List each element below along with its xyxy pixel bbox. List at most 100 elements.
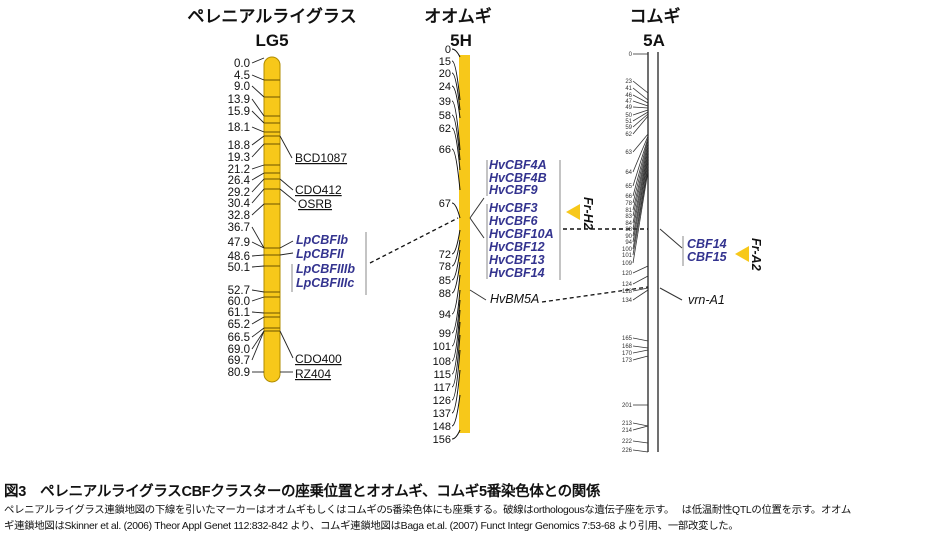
marker-connector xyxy=(279,330,294,359)
position-connector xyxy=(632,148,649,217)
map-position-label: 64 xyxy=(625,170,632,176)
map-position-label: 85 xyxy=(439,275,451,287)
position-connector xyxy=(451,60,461,101)
map-position-label: 88 xyxy=(439,288,451,300)
map-position-label: 173 xyxy=(622,358,633,364)
position-connector xyxy=(251,265,265,268)
map-position-label: 18.1 xyxy=(228,122,250,134)
map-position-label: 36.7 xyxy=(228,222,250,234)
map-position-label: 148 xyxy=(433,421,451,433)
position-connector xyxy=(632,337,649,342)
position-connector xyxy=(632,440,649,444)
map-position-label: 66 xyxy=(625,194,632,200)
position-connector xyxy=(451,229,461,255)
gene-label: HvCBF10A xyxy=(489,227,554,241)
position-connector xyxy=(451,100,461,151)
position-connector xyxy=(632,355,649,361)
position-connector xyxy=(451,369,461,414)
map-position-label: 24 xyxy=(439,81,451,93)
map-position-label: 137 xyxy=(433,408,451,420)
position-connector xyxy=(251,85,265,98)
position-connector xyxy=(451,299,461,347)
gene-label: HvCBF4A xyxy=(489,158,547,172)
marker-label: RZ404 xyxy=(295,367,331,381)
qtl-label: Fr-H2 xyxy=(581,197,595,230)
figure-caption: 図3 ペレニアルライグラスCBFクラスターの座乗位置とオオムギ、コムギ5番染色体… xyxy=(4,480,928,535)
position-connector xyxy=(632,113,649,128)
map-position-label: 65 xyxy=(625,184,632,190)
map-position-label: 65.2 xyxy=(228,319,250,331)
map-position-label: 19.3 xyxy=(228,152,250,164)
position-connector xyxy=(451,274,461,315)
map-position-label: 62 xyxy=(439,123,451,135)
position-connector xyxy=(632,135,649,173)
linkage-map-diagram: ペレニアルライグラス LG5 0.04.59.013.915.918.118.8… xyxy=(187,6,763,454)
map-position-label: 13.9 xyxy=(228,94,250,106)
gene-connector xyxy=(469,197,485,219)
gene-label: HvCBF4B xyxy=(489,171,547,185)
orthology-dashed-line xyxy=(541,286,649,303)
position-connector xyxy=(632,265,649,274)
map-position-label: 72 xyxy=(439,249,451,261)
position-connector xyxy=(451,321,461,375)
map-position-label: 32.8 xyxy=(228,210,250,222)
position-connector xyxy=(632,137,649,187)
position-connector xyxy=(632,289,649,301)
marker-connector xyxy=(279,240,294,249)
position-connector xyxy=(451,249,461,281)
a5-title: コムギ xyxy=(630,7,681,26)
marker-connector xyxy=(279,178,294,191)
map-position-label: 15 xyxy=(439,56,451,68)
map-position-label: 156 xyxy=(433,434,451,446)
gene-label: CBF15 xyxy=(687,250,728,264)
map-position-label: 46 xyxy=(625,93,632,99)
position-connector xyxy=(632,145,649,211)
marker-connector xyxy=(279,135,293,159)
position-connector xyxy=(632,167,649,256)
position-connector xyxy=(251,178,265,193)
map-position-label: 213 xyxy=(622,421,633,427)
position-connector xyxy=(632,94,649,104)
position-connector xyxy=(632,160,649,243)
map-position-label: 51 xyxy=(625,119,632,125)
gene-connector xyxy=(469,289,487,301)
map-position-label: 41 xyxy=(625,86,632,92)
map-position-label: 201 xyxy=(622,403,633,409)
position-connector xyxy=(632,87,649,101)
position-connector xyxy=(251,311,265,314)
map-position-label: 18.8 xyxy=(228,140,250,152)
position-connector xyxy=(451,349,461,401)
position-connector xyxy=(451,48,461,58)
map-position-label: 67 xyxy=(439,198,451,210)
position-connector xyxy=(632,109,649,116)
map-position-label: 165 xyxy=(622,336,633,342)
position-connector xyxy=(251,289,265,293)
map-position-label: 168 xyxy=(622,344,633,350)
map-position-label: 109 xyxy=(622,261,633,267)
gene-connector xyxy=(469,217,485,239)
map-position-label: 4.5 xyxy=(234,70,250,82)
position-connector xyxy=(632,142,649,204)
marker-label: HvBM5A xyxy=(490,292,539,306)
map-position-label: 80.9 xyxy=(228,367,250,379)
position-connector xyxy=(632,157,649,237)
map-position-label: 83 xyxy=(625,214,632,220)
position-connector xyxy=(451,394,461,427)
map-position-label: 0.0 xyxy=(234,58,250,70)
position-connector xyxy=(632,164,649,250)
position-connector xyxy=(451,127,461,171)
map-position-label: 226 xyxy=(622,448,633,454)
position-connector xyxy=(451,309,461,362)
map-position-label: 115 xyxy=(433,369,451,381)
map-position-label: 100 xyxy=(622,247,633,253)
map-position-label: 128 xyxy=(622,289,633,295)
gene-label: LpCBFIb xyxy=(296,233,348,247)
position-connector xyxy=(632,275,649,285)
map-position-label: 84 xyxy=(625,221,632,227)
map-position-label: 23 xyxy=(625,79,632,85)
position-connector xyxy=(632,425,649,431)
position-connector xyxy=(251,172,265,181)
map-position-label: 170 xyxy=(622,351,633,357)
position-connector xyxy=(251,110,265,124)
map-position-label: 214 xyxy=(622,428,633,434)
